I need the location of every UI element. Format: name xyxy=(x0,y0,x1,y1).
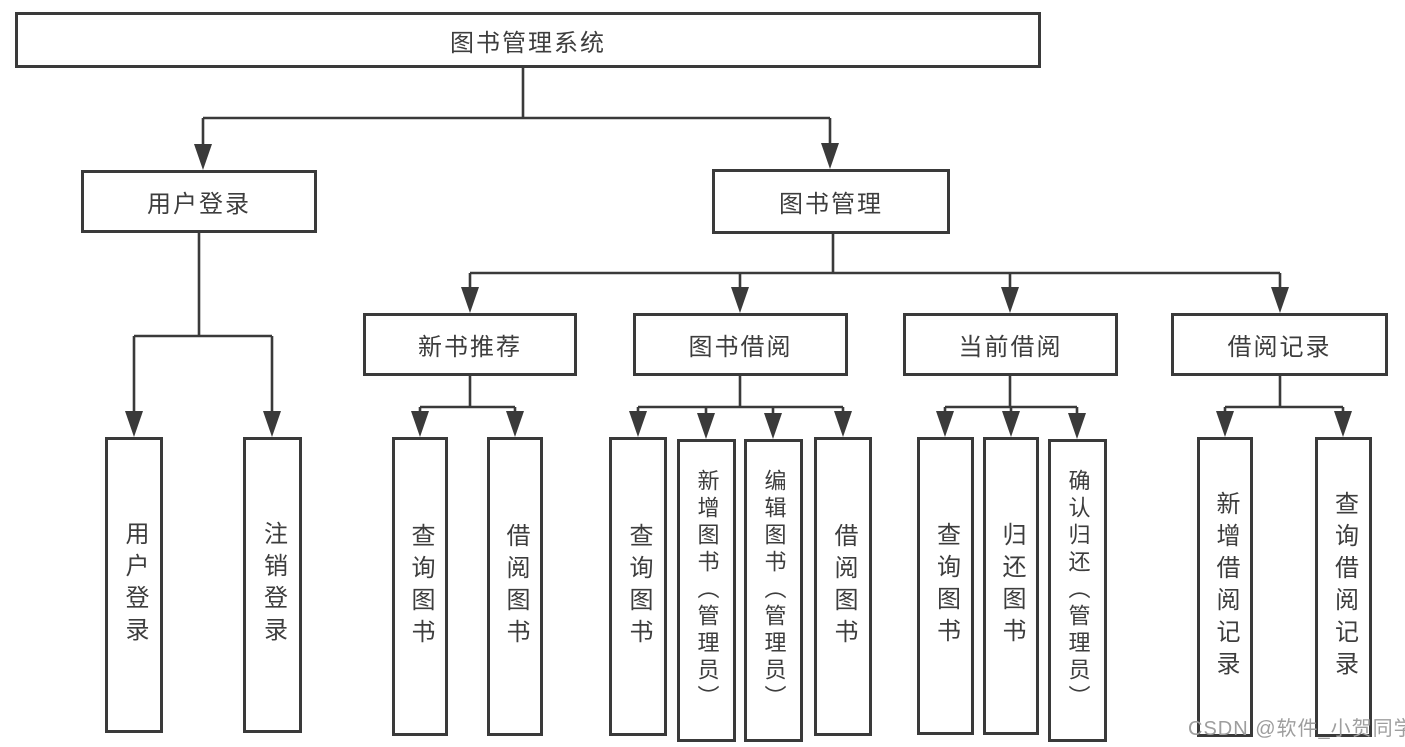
leaf-confirm-return-admin: 确认归还（管理员） xyxy=(1048,439,1107,742)
node-new-book-recommend-label: 新书推荐 xyxy=(418,334,522,361)
node-current-borrowing-label: 当前借阅 xyxy=(958,334,1063,361)
node-user-login: 用户登录 xyxy=(81,170,317,233)
node-book-management-label: 图书管理 xyxy=(779,191,883,218)
leaf-borrow-books-recommend: 借阅图书 xyxy=(487,437,543,736)
node-borrowing-records-label: 借阅记录 xyxy=(1227,334,1332,361)
leaf-query-books-current: 查询图书 xyxy=(917,437,974,735)
node-book-borrowing-label: 图书借阅 xyxy=(688,334,793,361)
leaf-add-books-admin: 新增图书（管理员） xyxy=(677,439,736,742)
leaf-logout: 注销登录 xyxy=(243,437,302,733)
leaf-edit-books-admin: 编辑图书（管理员） xyxy=(744,439,803,742)
node-new-book-recommend: 新书推荐 xyxy=(363,313,577,376)
edge-lines xyxy=(132,68,1345,415)
node-user-login-label: 用户登录 xyxy=(147,191,251,218)
leaf-query-books-recommend: 查询图书 xyxy=(392,437,448,736)
leaf-user-login: 用户登录 xyxy=(105,437,163,733)
node-book-management: 图书管理 xyxy=(712,169,950,234)
node-current-borrowing: 当前借阅 xyxy=(903,313,1118,376)
arrowhead-icons xyxy=(125,143,1352,439)
leaf-add-borrow-record: 新增借阅记录 xyxy=(1197,437,1253,737)
node-root-label: 图书管理系统 xyxy=(450,29,606,57)
leaf-borrow-books-borrowing: 借阅图书 xyxy=(814,437,872,736)
node-borrowing-records: 借阅记录 xyxy=(1171,313,1388,376)
csdn-watermark: CSDN @软件_小贺同学 xyxy=(1188,718,1405,740)
leaf-query-books-borrowing: 查询图书 xyxy=(609,437,667,736)
node-book-borrowing: 图书借阅 xyxy=(633,313,848,376)
node-root-system: 图书管理系统 xyxy=(15,12,1041,68)
leaf-query-borrow-record: 查询借阅记录 xyxy=(1315,437,1372,737)
leaf-return-books: 归还图书 xyxy=(983,437,1039,735)
